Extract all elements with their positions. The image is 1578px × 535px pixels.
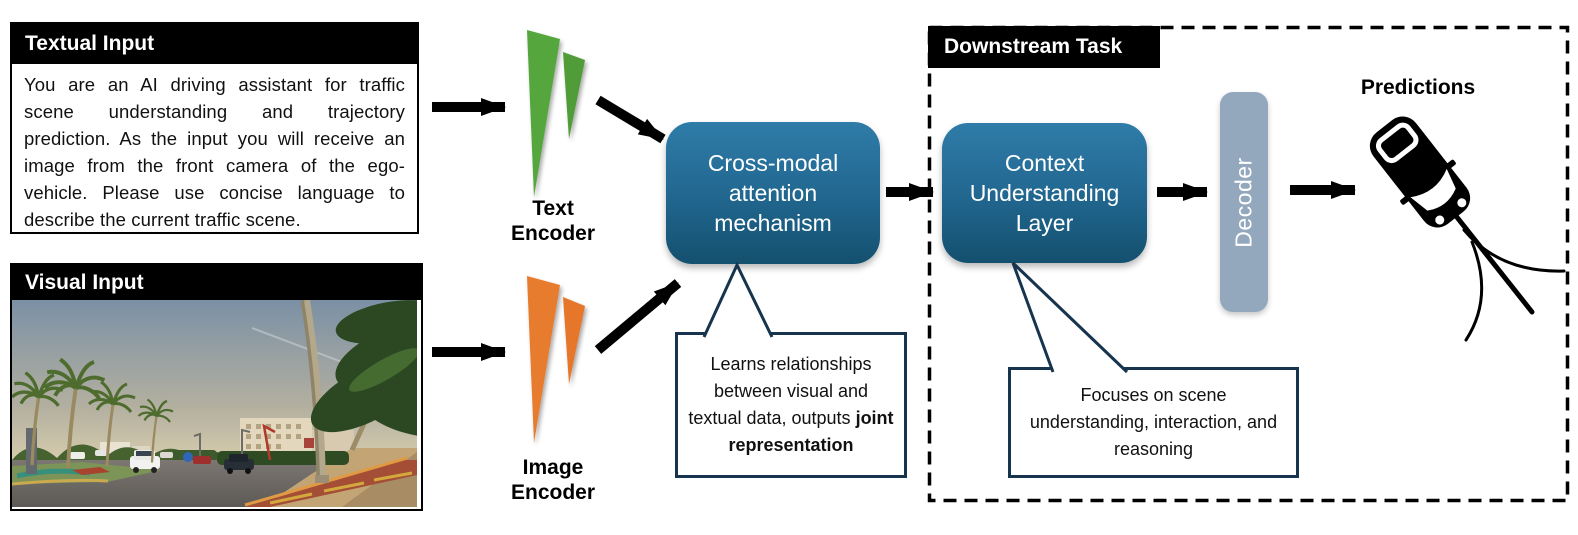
- context-note-text: Focuses on scene understanding, interact…: [1029, 385, 1278, 459]
- front-camera-photo: [12, 300, 417, 507]
- downstream-task-header: Downstream Task: [928, 26, 1160, 68]
- context-callout-pointer: [1011, 261, 1129, 374]
- arrow-text-encoder-to-fusion: [595, 95, 666, 144]
- red-car: [193, 456, 211, 464]
- roundabout-sign: [183, 452, 193, 462]
- palm-canopy-right: [310, 300, 417, 452]
- prompt-text: You are an AI driving assistant for traf…: [24, 74, 405, 230]
- arrow-image-encoder-to-fusion: [594, 279, 682, 354]
- contrail: [251, 327, 343, 363]
- decoder-box: Decoder: [1220, 92, 1268, 312]
- cross-modal-note-bold: joint representation: [728, 408, 894, 455]
- visual-input-box: Visual Input: [10, 263, 423, 511]
- text-encoder-label: Text Encoder: [510, 197, 596, 245]
- textual-input-title: Textual Input: [25, 32, 155, 55]
- light-pole: [300, 300, 329, 483]
- visual-input-title: Visual Input: [25, 270, 144, 294]
- context-note-callout: Focuses on scene understanding, interact…: [1008, 367, 1299, 478]
- cross-modal-note-callout: Learns relationships between visual and …: [675, 332, 907, 478]
- cross-modal-callout-pointer: [702, 261, 774, 338]
- image-encoder-label: Image Encoder: [510, 456, 596, 504]
- cross-modal-note-text: Learns relationships between visual and …: [688, 354, 872, 428]
- cross-modal-attention-label: Cross-modal attention mechanism: [707, 150, 839, 236]
- context-understanding-label: Context Understanding Layer: [969, 150, 1120, 236]
- visual-input-header: Visual Input: [12, 265, 421, 300]
- roadside-structures: [193, 423, 276, 461]
- predictions-label: Predictions: [1360, 76, 1476, 99]
- textual-input-header: Textual Input: [12, 24, 417, 64]
- dark-sedan: [224, 454, 254, 474]
- downstream-task-title: Downstream Task: [944, 35, 1123, 58]
- image-encoder-icon: [527, 276, 585, 443]
- sidewalk-strip: [245, 460, 417, 507]
- text-encoder-icon: [527, 30, 585, 197]
- cross-modal-attention-box: Cross-modal attention mechanism: [666, 122, 880, 264]
- car-top-view-icon: [1369, 116, 1471, 228]
- trajectory-lines-icon: [1453, 213, 1566, 342]
- traffic-vehicles: [70, 450, 254, 474]
- decoder-label: Decoder: [1230, 156, 1257, 248]
- textual-input-box: Textual Input You are an AI driving assi…: [10, 22, 419, 234]
- context-understanding-box: Context Understanding Layer: [942, 123, 1147, 263]
- lane-markings: [269, 471, 413, 505]
